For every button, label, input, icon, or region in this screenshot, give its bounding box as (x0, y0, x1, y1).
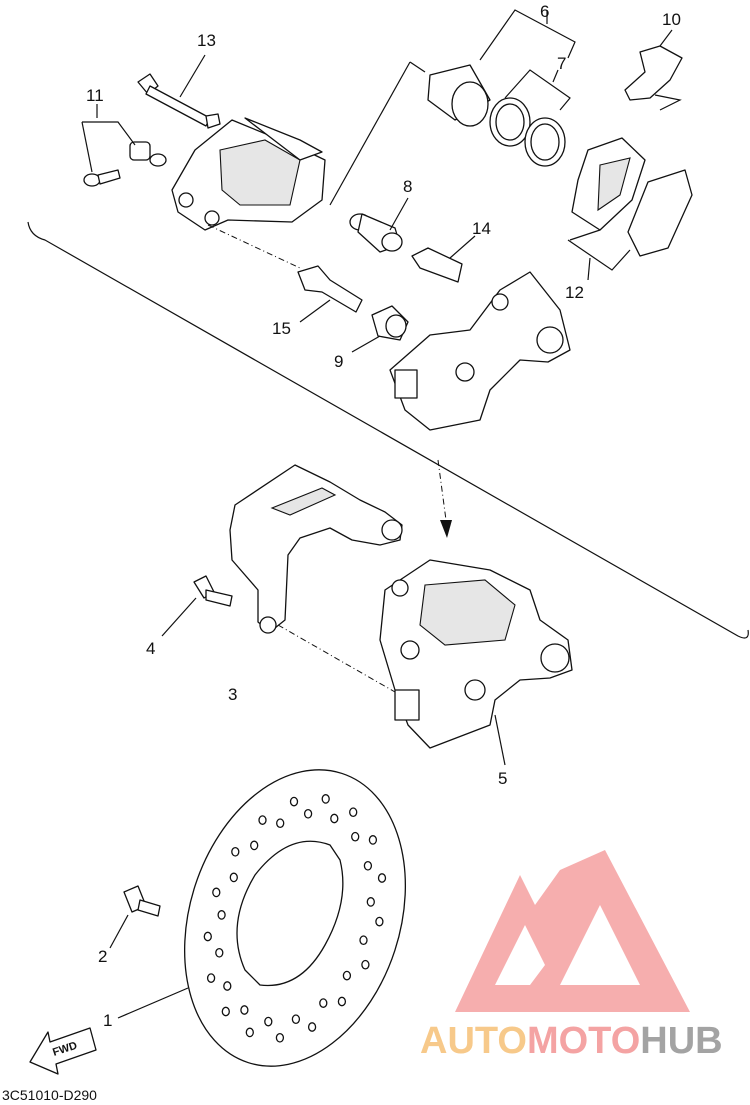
disc-hole (221, 1006, 230, 1017)
callout-1: 1 (103, 1011, 112, 1030)
disc-hole (368, 835, 378, 845)
watermark-auto: AUTO (420, 1020, 527, 1062)
disc-hole (275, 1032, 285, 1043)
part-3-caliper-bracket (229, 464, 403, 634)
callout-2: 2 (98, 947, 107, 966)
callout-11: 11 (86, 86, 104, 105)
part-4-bolt (193, 575, 233, 607)
callout-8: 8 (403, 177, 412, 196)
disc-hole (203, 931, 212, 942)
part-9-boot (371, 305, 409, 341)
disc-hole (291, 1014, 301, 1025)
watermark-moto: MOTO (527, 1020, 640, 1062)
disc-hole (258, 815, 267, 825)
part-7-seals (489, 97, 566, 167)
watermark-text: AUTOMOTOHUB (420, 1020, 723, 1062)
caliper-body-upper (171, 117, 326, 231)
disc-hole (245, 1027, 254, 1038)
callout-5: 5 (498, 769, 507, 788)
part-6-piston (427, 64, 491, 127)
disc-hole (303, 808, 313, 819)
disc-hole (223, 981, 232, 991)
watermark-hub: HUB (640, 1020, 722, 1062)
part-10-pad-spring (624, 45, 683, 101)
watermark-logo (455, 850, 690, 1012)
assembly-arrow (437, 459, 452, 538)
part-2-disc-bolt (123, 885, 161, 917)
part-1-brake-disc (183, 769, 407, 1067)
part-5-caliper-assembly (379, 559, 573, 749)
caliper-bracket-upper (389, 271, 571, 431)
disc-hole (377, 873, 387, 883)
disc-cooling-holes (203, 794, 387, 1043)
disc-hole (321, 794, 330, 804)
disc-hole (319, 998, 328, 1008)
disc-hole (349, 807, 358, 818)
callout-13: 13 (197, 31, 216, 50)
disc-hole (217, 910, 226, 920)
disc-hole (330, 813, 339, 824)
callout-4: 4 (146, 639, 155, 658)
callout-6: 6 (540, 2, 549, 21)
part-13-bolt (137, 73, 221, 129)
disc-hole (342, 970, 352, 981)
disc-hole (215, 947, 224, 958)
disc-hole (363, 860, 373, 871)
disc-hole (264, 1016, 273, 1027)
part-11-bleed-screw (83, 141, 167, 187)
disc-hole (361, 959, 370, 970)
disc-hole (359, 935, 368, 946)
disc-hole (206, 973, 216, 983)
disc-hole (231, 846, 240, 857)
disc-hole (250, 840, 259, 851)
disc-hole (366, 897, 375, 907)
disc-hole (289, 796, 299, 807)
diagram-code: 3C51010-D290 (2, 1087, 97, 1103)
fwd-arrow-icon: FWD (29, 1027, 97, 1075)
callout-7: 7 (557, 54, 566, 73)
callout-15: 15 (272, 319, 291, 338)
disc-hole (212, 887, 221, 898)
callout-10: 10 (662, 10, 681, 29)
part-8-pin-boot (349, 213, 403, 253)
disc-hole (276, 818, 285, 829)
disc-hole (307, 1022, 317, 1032)
disc-hole (337, 996, 347, 1007)
part-14-slide-pin (411, 247, 463, 283)
callout-12: 12 (565, 283, 584, 302)
part-12-brake-pads (571, 137, 693, 257)
callout-3: 3 (228, 685, 237, 704)
disc-hole (229, 872, 238, 883)
callout-9: 9 (334, 352, 343, 371)
callout-14: 14 (472, 219, 491, 238)
disc-hole (375, 916, 384, 927)
section-divider-line (27, 221, 749, 639)
disc-hole (240, 1005, 249, 1015)
part-15-slide-pin (297, 265, 363, 313)
disc-hole (351, 831, 360, 842)
